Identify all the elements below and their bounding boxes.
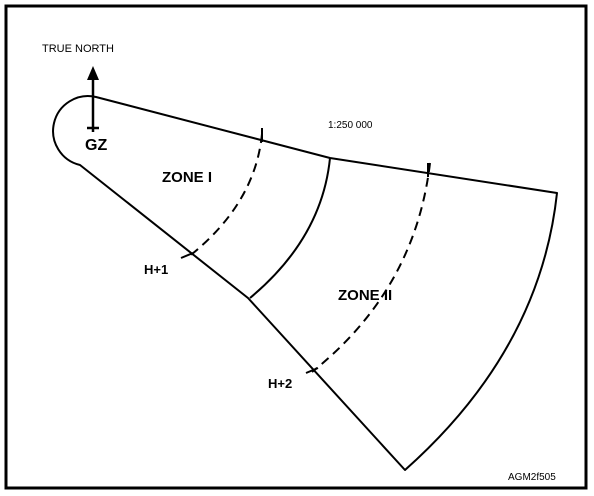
figure-id: AGM2f505	[508, 472, 556, 483]
h2-label: H+2	[268, 376, 292, 391]
gz-label: GZ	[85, 137, 107, 154]
h2-edge-tick	[305, 367, 319, 374]
h1-label: H+1	[144, 262, 168, 277]
zone2-label: ZONE II	[338, 287, 392, 304]
scale-label: 1:250 000	[328, 120, 373, 131]
h1-arrival-line	[186, 133, 263, 259]
figure-border	[4, 4, 588, 490]
north-arrow-icon	[87, 66, 99, 132]
zone-boundary-arc	[249, 157, 331, 299]
fallout-area-outline	[52, 95, 558, 471]
h2-arrival-line	[311, 162, 431, 373]
zone1-label: ZONE I	[162, 169, 212, 186]
north-label: TRUE NORTH	[42, 43, 114, 55]
h1-edge-tick	[180, 252, 194, 259]
